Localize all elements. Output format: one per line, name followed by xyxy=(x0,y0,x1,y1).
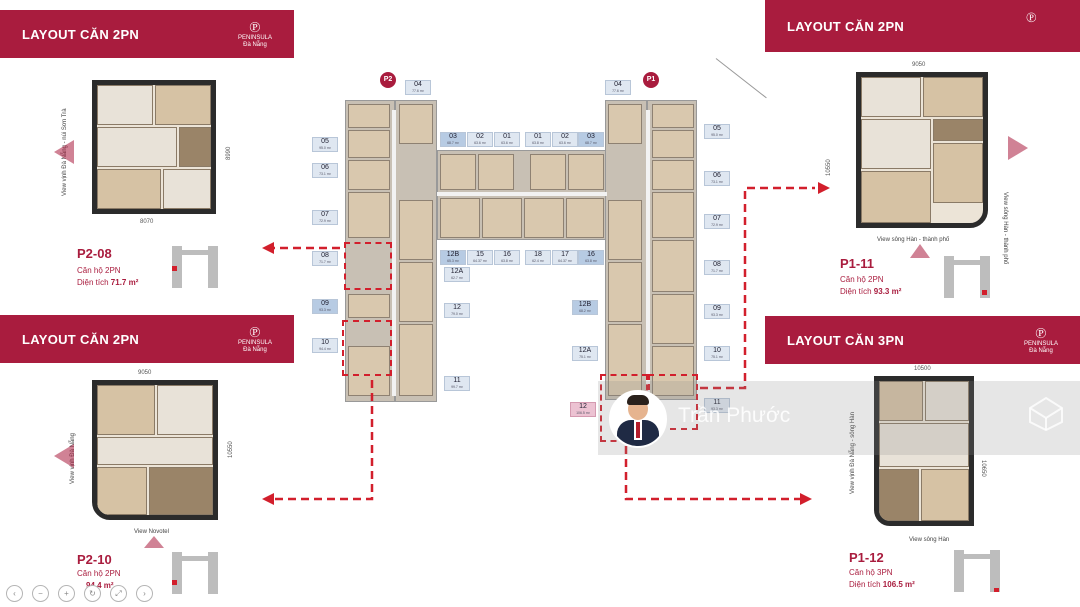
zoom-in-icon[interactable]: + xyxy=(58,585,75,602)
tower-marker-p2: P2 xyxy=(380,72,396,88)
peninsula-logo-icon: ℗ xyxy=(1026,10,1037,26)
fullscreen-icon[interactable]: ⤢ xyxy=(110,585,127,602)
dimension-width: 8070 xyxy=(140,219,154,225)
view-arrow-icon xyxy=(144,536,164,548)
view-arrow-icon xyxy=(54,140,74,164)
banner-top-left: LAYOUT CĂN 2PN ℗ PENINSULA Đà Nẵng xyxy=(0,10,294,58)
watermark-band xyxy=(598,381,1080,455)
dimension-width: 10500 xyxy=(914,366,931,372)
cube-logo-icon xyxy=(1029,396,1063,432)
unit-code: P1-12 xyxy=(849,550,884,565)
unit-area: Diện tích 71.7 m² xyxy=(77,278,139,287)
dimension-width: 9050 xyxy=(912,62,926,68)
floorplan-p1-12 xyxy=(874,376,974,526)
peninsula-logo: ℗ PENINSULA Đà Nẵng xyxy=(1023,324,1058,354)
unit-type: Căn hộ 2PN xyxy=(77,569,121,578)
unit-code: P2-08 xyxy=(77,246,112,261)
prev-icon[interactable]: ‹ xyxy=(6,585,23,602)
location-key-map xyxy=(172,246,218,288)
unit-code: P2-10 xyxy=(77,552,112,567)
banner-mid-left: LAYOUT CĂN 2PN ℗ PENINSULA Đà Nẵng xyxy=(0,315,294,363)
banner-title: LAYOUT CĂN 2PN xyxy=(22,26,140,42)
location-key-map xyxy=(172,552,218,594)
view-label-bottom: View Novotel xyxy=(134,529,169,535)
banner-mid-right: LAYOUT CĂN 3PN ℗ PENINSULA Đà Nẵng xyxy=(765,316,1080,364)
view-arrow-icon xyxy=(1008,136,1028,160)
unit-type: Căn hộ 2PN xyxy=(77,266,121,275)
corridor xyxy=(646,110,650,396)
corridor xyxy=(392,110,396,396)
peninsula-logo: ℗ PENINSULA Đà Nẵng xyxy=(237,18,272,48)
tower-marker-p1: P1 xyxy=(643,72,659,88)
view-arrow-icon xyxy=(910,244,930,258)
banner-title: LAYOUT CĂN 3PN xyxy=(787,332,905,348)
location-key-map xyxy=(944,256,990,298)
peninsula-logo: ℗ PENINSULA Đà Nẵng xyxy=(237,323,272,353)
agent-avatar xyxy=(609,390,667,448)
location-key-map xyxy=(954,550,1000,592)
unit-area: Diện tích 93.3 m² xyxy=(840,287,902,296)
banner-top-right: LAYOUT CĂN 2PN xyxy=(765,0,1080,52)
zoom-out-icon[interactable]: − xyxy=(32,585,49,602)
view-label-bottom: View sông Hàn xyxy=(909,537,950,543)
rotate-icon[interactable]: ↻ xyxy=(84,585,101,602)
corridor xyxy=(437,192,607,196)
view-label-bottom: View sông Hàn - thành phố xyxy=(877,237,950,243)
unit-code: P1-11 xyxy=(840,256,874,271)
unit-area: Diện tích 106.5 m² xyxy=(849,580,915,589)
next-icon[interactable]: › xyxy=(136,585,153,602)
floorplan-p2-08 xyxy=(92,80,216,214)
banner-title: LAYOUT CĂN 2PN xyxy=(787,18,905,34)
view-arrow-icon xyxy=(54,444,74,468)
unit-area: 94.4 m² xyxy=(86,581,114,590)
selected-unit-p2-08[interactable] xyxy=(344,242,392,290)
selected-unit-p2-10[interactable] xyxy=(342,320,392,376)
unit-type: Căn hộ 2PN xyxy=(840,275,884,284)
unit-type: Căn hộ 3PN xyxy=(849,568,893,577)
floorplan-p1-11 xyxy=(856,72,988,228)
banner-title: LAYOUT CĂN 2PN xyxy=(22,331,140,347)
watermark-text: Trần Phước xyxy=(678,404,791,427)
dimension-width: 9050 xyxy=(138,370,152,376)
floorplan-p2-10 xyxy=(92,380,218,520)
